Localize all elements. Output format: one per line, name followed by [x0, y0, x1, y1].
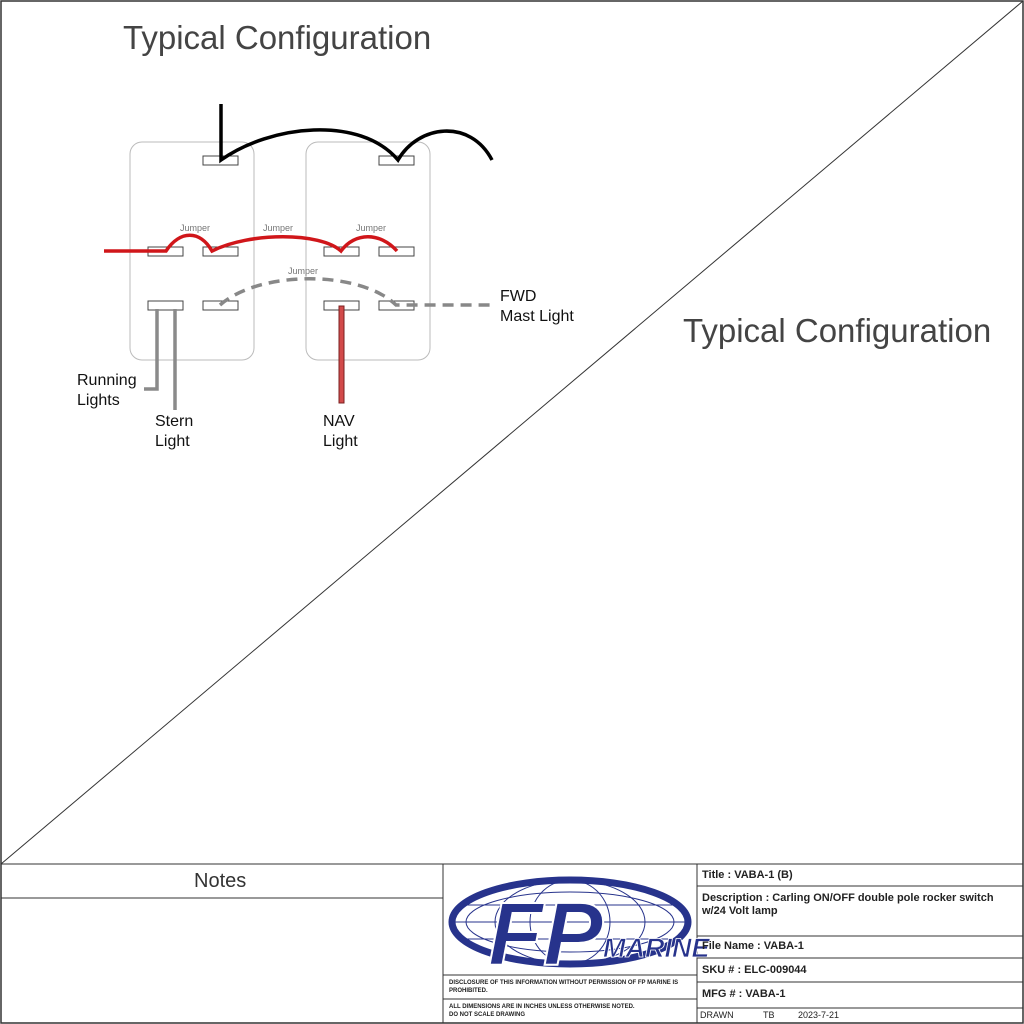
red-jumper-wire: [104, 233, 399, 254]
disclosure-text: DISCLOSURE OF THIS INFORMATION WITHOUT P…: [449, 980, 679, 994]
drawn-label: DRAWN: [700, 1010, 734, 1020]
drawn-by: TB: [763, 1010, 775, 1020]
mfg-field: MFG # : VABA-1: [702, 988, 786, 1000]
stern-light-label: Stern Light: [155, 412, 193, 452]
nav-light-label: NAV Light: [323, 412, 358, 452]
dashed-jumper-wire: [218, 277, 496, 307]
stern-light-label-line1: Stern: [155, 413, 194, 430]
jumper-label: Jumper: [180, 223, 211, 233]
stern-light-label-line2: Light: [155, 433, 190, 450]
diagonal-divider: [0, 0, 1024, 865]
title-block-lines: [1, 863, 1023, 1023]
dimensions-note-line1: ALL DIMENSIONS ARE IN INCHES UNLESS OTHE…: [449, 1004, 635, 1010]
jumper-label: Jumper: [263, 223, 294, 233]
nav-light-label-line1: NAV: [323, 413, 355, 430]
switch-body-right: [305, 141, 431, 361]
fp-marine-logo: FP MARINE: [448, 876, 711, 986]
file-name-field: File Name : VABA-1: [702, 940, 804, 952]
jumper-label: Jumper: [288, 266, 319, 276]
fwd-mast-light-label-line2: Mast Light: [500, 308, 574, 325]
logo-fp-text: FP: [488, 885, 604, 985]
running-lights-label: Running Lights: [77, 371, 137, 411]
fwd-mast-light-label: FWD Mast Light: [500, 287, 574, 327]
running-lights-label-line1: Running: [77, 372, 137, 389]
nav-light-label-line2: Light: [323, 433, 358, 450]
power-wire: [219, 104, 494, 164]
terminal: [378, 246, 415, 257]
heading-right: Typical Configuration: [683, 312, 992, 349]
heading-left: Typical Configuration: [123, 19, 432, 56]
description-field: Description : Carling ON/OFF double pole…: [702, 892, 994, 917]
nav-light-wire: [338, 305, 345, 404]
title-field: Title : VABA-1 (B): [702, 869, 793, 881]
notes-title: Notes: [194, 870, 247, 892]
running-lights-label-line2: Lights: [77, 392, 120, 409]
fwd-mast-light-label-line1: FWD: [500, 288, 537, 305]
logo-marine-text: MARINE: [603, 933, 710, 963]
running-lights-wire: [144, 309, 159, 391]
sku-field: SKU # : ELC-009044: [702, 964, 807, 976]
dimensions-note-line2: DO NOT SCALE DRAWING: [449, 1012, 525, 1018]
jumper-label: Jumper: [356, 223, 387, 233]
dimensions-note: ALL DIMENSIONS ARE IN INCHES UNLESS OTHE…: [449, 1003, 693, 1019]
drawn-date: 2023-7-21: [798, 1010, 840, 1020]
terminals: [147, 155, 415, 311]
terminal: [147, 300, 184, 311]
